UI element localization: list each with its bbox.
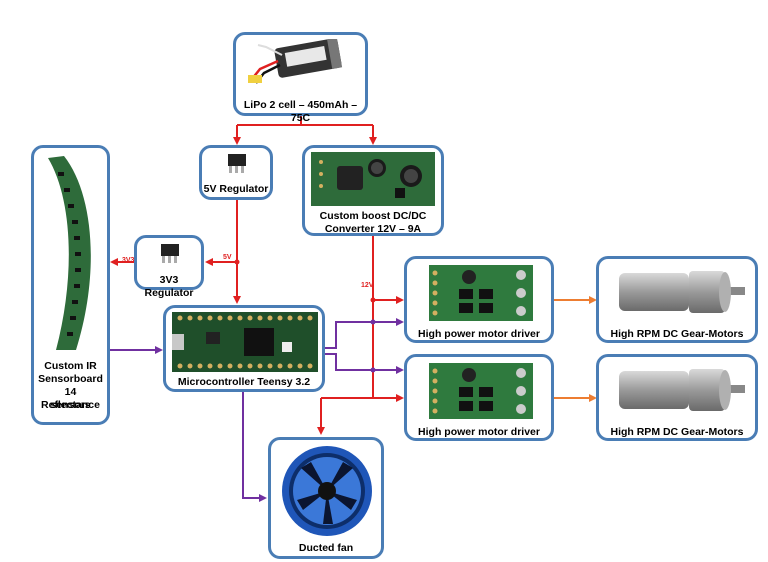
boost-converter-node: Custom boost DC/DC Converter 12V – 9A <box>302 145 444 236</box>
gear-motor-image <box>619 271 745 313</box>
power-wires <box>110 115 404 435</box>
motor-driver-1-label: High power motor driver <box>418 328 540 340</box>
ducted-fan-node: Ducted fan <box>268 437 384 559</box>
mcu-to-driver2-wire <box>325 353 404 374</box>
boost-converter-image <box>311 152 435 206</box>
gear-motor-2-label: High RPM DC Gear-Motors <box>610 426 744 438</box>
boost-line2: Converter 12V – 9A <box>324 223 422 235</box>
3v3-regulator-node: 3V3 Regulator <box>134 235 204 299</box>
sensorboard-line3: 14 Reflectance <box>41 386 100 411</box>
battery-label: LiPo 2 cell – 450mAh – 75C <box>243 99 358 124</box>
sensorboard-line4: sensors <box>50 399 91 411</box>
motor-driver-image <box>429 363 533 419</box>
battery-node: LiPo 2 cell – 450mAh – 75C <box>233 32 368 124</box>
regulator-chip-image <box>228 154 246 173</box>
sensorboard-image <box>48 156 91 350</box>
motor-driver-2-label: High power motor driver <box>418 426 540 438</box>
wire-label-12v: 12V <box>361 282 374 289</box>
boost-12v-trunk-wire <box>321 236 374 399</box>
gear-motor-image <box>619 369 745 411</box>
motor-driver-1-node: High power motor driver <box>404 256 554 343</box>
sensorboard-line1: Custom IR <box>44 360 97 372</box>
sensorboard-line2: Sensorboard <box>38 373 103 385</box>
gear-motor-2-node: High RPM DC Gear-Motors <box>596 354 758 441</box>
battery-split-wire <box>237 115 373 126</box>
wire-label-3v3: 3V3 <box>122 257 135 264</box>
junction-dot <box>370 319 376 325</box>
sensorboard-node: Custom IR Sensorboard 14 Reflectance sen… <box>31 145 110 425</box>
motor-driver-image <box>429 265 533 321</box>
mcu-to-driver1-wire <box>325 318 404 349</box>
junction-dot <box>370 367 376 373</box>
wire-label-5v: 5V <box>223 254 232 261</box>
battery-image <box>248 39 343 84</box>
mcu-to-fan-wire <box>242 392 267 502</box>
junction-dot <box>370 297 376 303</box>
5v-regulator-node: 5V Regulator <box>199 145 273 200</box>
motor-wires <box>554 296 597 402</box>
microcontroller-label: Microcontroller Teensy 3.2 <box>177 376 311 388</box>
boost-line1: Custom boost DC/DC <box>319 210 427 222</box>
junction-dots <box>234 259 376 373</box>
junction-dot <box>234 259 240 265</box>
microcontroller-node: Microcontroller Teensy 3.2 <box>163 305 325 392</box>
3v3-regulator-label: 3V3 Regulator <box>144 274 194 299</box>
motor-driver-2-node: High power motor driver <box>404 354 554 441</box>
teensy-board-image <box>172 312 318 372</box>
signal-wires <box>110 318 404 502</box>
5v-regulator-label: 5V Regulator <box>203 183 269 195</box>
gear-motor-1-label: High RPM DC Gear-Motors <box>610 328 744 340</box>
gear-motor-1-node: High RPM DC Gear-Motors <box>596 256 758 343</box>
regulator-chip-image <box>161 244 179 263</box>
ducted-fan-image <box>282 446 372 536</box>
ducted-fan-label: Ducted fan <box>298 542 354 554</box>
